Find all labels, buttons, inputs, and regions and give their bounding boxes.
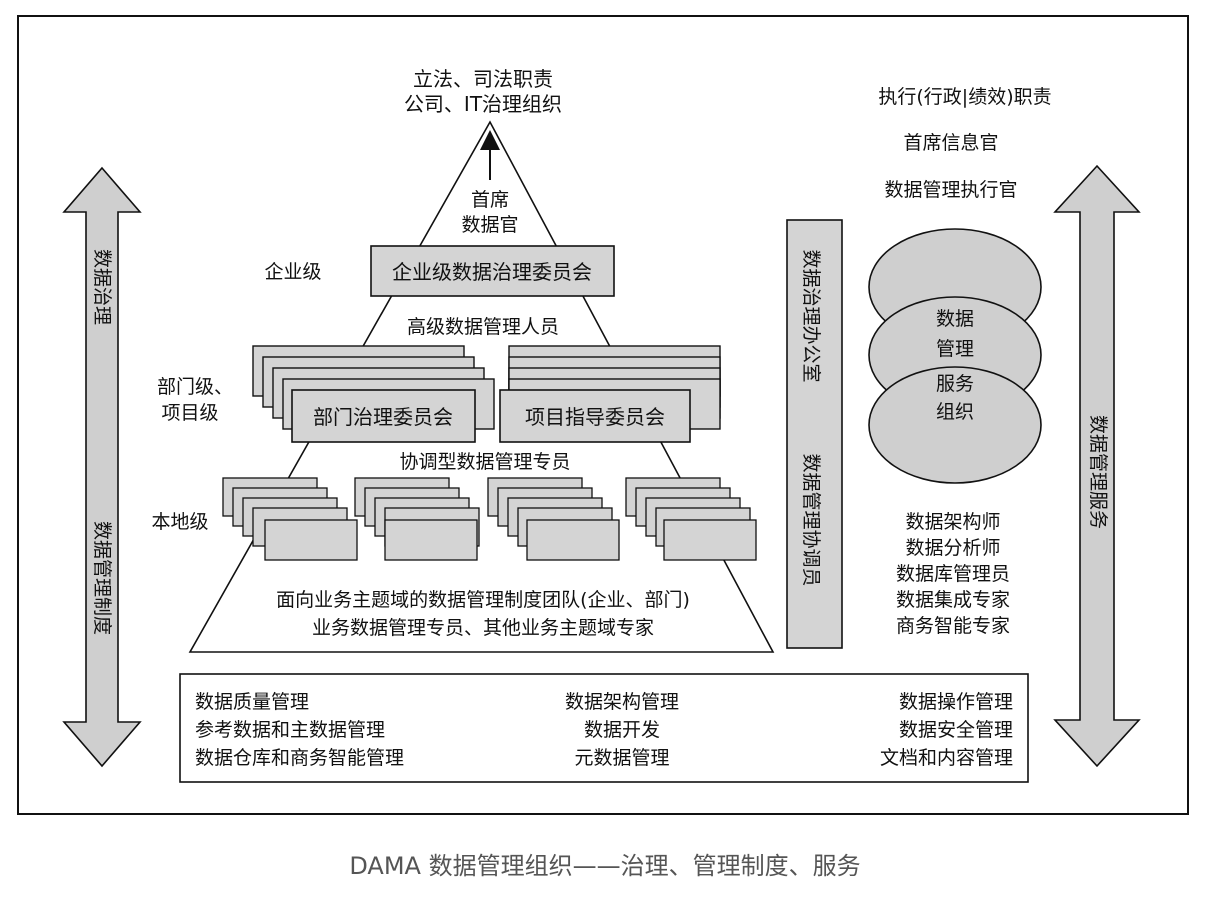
service-org-line1: 数据 [936, 308, 974, 330]
cio-label: 首席信息官 [903, 132, 998, 154]
left-arrow-bottom-label: 数据管理制度 [91, 521, 113, 635]
service-org-line4: 组织 [936, 401, 974, 423]
division-council-stack [252, 345, 495, 443]
cdo-label-line2: 数据官 [461, 214, 518, 236]
role-item: 数据库管理员 [896, 563, 1010, 585]
function-item: 元数据管理 [574, 747, 669, 769]
senior-stewards-label: 高级数据管理人员 [407, 316, 559, 338]
local-team-stack-1 [222, 477, 358, 561]
governance-office-box [786, 219, 843, 649]
role-item: 数据分析师 [905, 537, 1000, 559]
function-item: 文档和内容管理 [880, 747, 1013, 769]
service-ellipse-bottom [868, 366, 1042, 484]
division-council-label: 部门治理委员会 [313, 405, 453, 429]
teams-label-line2: 业务数据管理专员、其他业务主题域专家 [312, 617, 654, 639]
executive-title: 执行(行政|绩效)职责 [878, 86, 1051, 108]
division-level-label-line2: 项目级 [161, 402, 218, 424]
local-team-stack-3 [487, 477, 620, 561]
left-double-arrow [62, 166, 142, 768]
service-org-line3: 服务 [936, 373, 974, 395]
figure-caption: DAMA 数据管理组织——治理、管理制度、服务 [349, 852, 861, 880]
project-committee-label: 项目指导委员会 [525, 405, 665, 429]
left-arrow-top-label: 数据治理 [91, 249, 113, 325]
function-item: 数据仓库和商务智能管理 [195, 747, 404, 769]
coordinating-stewards-label: 协调型数据管理专员 [399, 451, 570, 473]
cdo-label-line1: 首席 [471, 189, 509, 211]
top-label-line2: 公司、IT治理组织 [404, 92, 562, 116]
local-team-stack-4 [625, 477, 757, 561]
function-item: 数据操作管理 [899, 691, 1013, 713]
enterprise-council-label: 企业级数据治理委员会 [392, 260, 592, 284]
local-level-label: 本地级 [151, 511, 208, 533]
role-item: 数据集成专家 [896, 589, 1010, 611]
function-item: 数据架构管理 [565, 691, 679, 713]
project-committee-stack [499, 345, 721, 443]
function-item: 数据质量管理 [195, 691, 309, 713]
role-item: 数据架构师 [905, 511, 1000, 533]
function-item: 数据开发 [584, 719, 660, 741]
diagram-frame [17, 15, 1189, 815]
division-level-label-line1: 部门级、 [157, 376, 233, 398]
enterprise-council-box [370, 245, 615, 297]
teams-label-line1: 面向业务主题域的数据管理制度团队(企业、部门) [276, 589, 690, 611]
function-item: 参考数据和主数据管理 [195, 719, 385, 741]
top-label-line1: 立法、司法职责 [413, 67, 553, 91]
service-org-line2: 管理 [936, 338, 974, 360]
coordinators-label: 数据管理协调员 [800, 453, 822, 586]
enterprise-level-label: 企业级 [264, 261, 321, 283]
dama-org-diagram: 立法、司法职责 公司、IT治理组织 首席 数据官 企业级 企业级数据治理委员会 … [62, 67, 1141, 783]
right-arrow-label: 数据管理服务 [1087, 415, 1109, 529]
local-team-stack-2 [354, 477, 480, 561]
function-item: 数据安全管理 [899, 719, 1013, 741]
role-item: 商务智能专家 [896, 615, 1010, 637]
functions-box [179, 673, 1029, 783]
cdmo-label: 数据管理执行官 [884, 179, 1017, 201]
governance-office-label: 数据治理办公室 [800, 249, 822, 382]
right-double-arrow [1053, 164, 1141, 768]
